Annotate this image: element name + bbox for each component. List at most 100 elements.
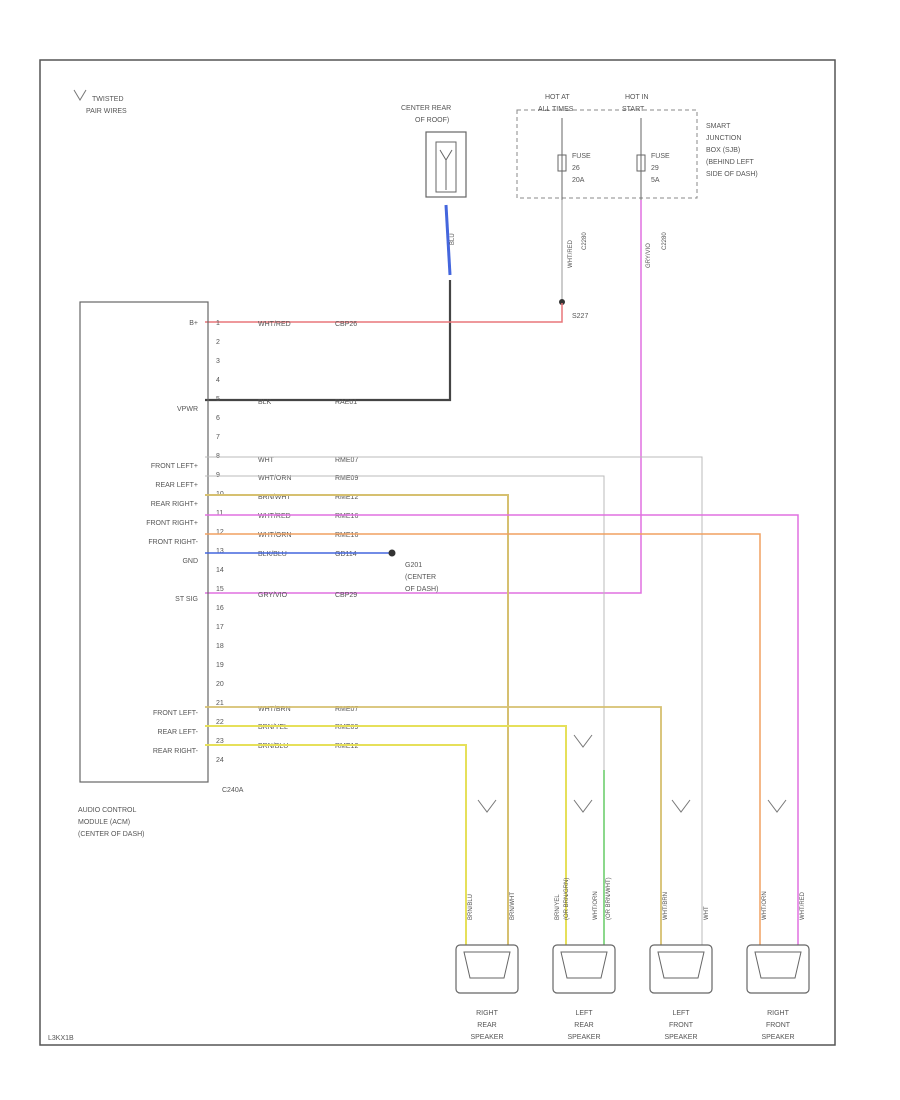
front-right-minus-code: RME16: [335, 532, 358, 539]
st-sig-wire: [205, 200, 642, 594]
gnd-code: GD114: [335, 551, 357, 558]
rr-wire-b-label: BRN/WHT: [510, 892, 516, 920]
pin-label-1: B+: [189, 320, 198, 327]
rear-right-plus-color: BRN/WHT: [258, 494, 291, 501]
pin-number-22: 22: [216, 719, 224, 726]
speaker-right-rear: RIGHT REAR SPEAKER: [455, 944, 519, 1041]
antenna-icon: [439, 149, 453, 161]
b-plus-code: CBP26: [335, 321, 357, 328]
pin-number-14: 14: [216, 567, 224, 574]
twisted-pair-rf-icon: [767, 799, 787, 813]
lr-wire-b1-label: WHT/ORN: [593, 891, 599, 920]
fuse-29-line1: FUSE: [651, 153, 670, 160]
pin-label-15: ST SIG: [175, 596, 198, 603]
speaker-lf-line3: SPEAKER: [664, 1034, 697, 1041]
rear-left-minus-color: BRN/YEL: [258, 724, 288, 731]
module-desc-line2: MODULE (ACM): [78, 819, 130, 826]
antenna-wire-label: BLU: [450, 233, 456, 245]
fuse-26-icon: [557, 154, 567, 172]
module-desc-line3: (CENTER OF DASH): [78, 831, 145, 838]
pin-number-4: 4: [216, 377, 220, 384]
speaker-lr-line3: SPEAKER: [567, 1034, 600, 1041]
speaker-lr-line2: REAR: [574, 1022, 593, 1029]
fuse-26-line3: 20A: [572, 177, 585, 184]
vpwr-color: BLK: [258, 399, 272, 406]
twisted-pair-rr-icon: [477, 799, 497, 813]
pin-number-15: 15: [216, 586, 224, 593]
pin-label-22: REAR LEFT-: [158, 729, 199, 736]
speaker-rf-line1: RIGHT: [767, 1010, 790, 1017]
pin-number-16: 16: [216, 605, 224, 612]
twisted-pair-legend: TWISTED PAIR WIRES: [73, 89, 127, 115]
pin-number-23: 23: [216, 738, 224, 745]
antenna-title-line2: OF ROOF): [415, 117, 449, 124]
fuse-29: FUSE 29 5A: [636, 118, 670, 200]
ground-label: G201: [405, 562, 422, 569]
lr-wire-b2-label: (OR BRN/WHT): [606, 877, 612, 920]
jb-conn2-label: C2280: [662, 232, 668, 250]
rf-wire-a-label: WHT/ORN: [762, 891, 768, 920]
antenna-jack: [435, 141, 457, 193]
pin-number-13: 13: [216, 548, 224, 555]
jb-desc-line2: JUNCTION: [706, 135, 741, 142]
pin-number-20: 20: [216, 681, 224, 688]
speaker-lr-line1: LEFT: [575, 1010, 593, 1017]
splice-label: S227: [572, 313, 588, 320]
front-left-plus-color: WHT: [258, 457, 275, 464]
hot-col2-line2: START: [622, 106, 645, 113]
antenna-body: [425, 131, 467, 198]
speaker-left-front: LEFT FRONT SPEAKER: [649, 944, 713, 1041]
pin-number-11: 11: [216, 510, 223, 517]
speaker-cone: [463, 951, 511, 979]
rear-right-minus-code: RME12: [335, 743, 358, 750]
diagram-frame: [39, 59, 836, 1046]
pin-label-10: REAR RIGHT+: [151, 501, 198, 508]
junction-box-description: SMART JUNCTION BOX (SJB) (BEHIND LEFT SI…: [706, 123, 758, 178]
speaker-rf-line2: FRONT: [766, 1022, 791, 1029]
lf-wire-a-label: WHT/BRN: [663, 892, 669, 920]
pin-label-13: GND: [182, 558, 198, 565]
rear-left-minus-code: RME09: [335, 724, 358, 731]
splice-s227: [559, 299, 565, 305]
module-pin-labels: B+ VPWR FRONT LEFT+ REAR LEFT+ REAR RIGH…: [146, 320, 198, 755]
st-sig-code: CBP29: [335, 592, 357, 599]
front-left-plus-wire: [205, 456, 703, 945]
pin-number-1: 1: [216, 320, 220, 327]
lr-wire-a2-label: (OR BRN/GRN): [564, 878, 570, 920]
speaker-icon: [552, 944, 616, 994]
lr-wire-a1-label: BRN/YEL: [555, 894, 561, 920]
legend-line2: PAIR WIRES: [86, 108, 127, 115]
rear-left-minus-wire: [205, 725, 567, 945]
junction-box-outline: [516, 109, 698, 199]
pin-number-24: 24: [216, 757, 224, 764]
antenna-title-line1: CENTER REAR: [401, 105, 451, 112]
b-plus-color: WHT/RED: [258, 321, 291, 328]
fuse-26-line2: 26: [572, 165, 580, 172]
speaker-lf-line2: FRONT: [669, 1022, 694, 1029]
fuse-29-line3: 5A: [651, 177, 660, 184]
pin-number-6: 6: [216, 415, 220, 422]
speaker-lf-line1: LEFT: [672, 1010, 690, 1017]
jb-desc-line3: BOX (SJB): [706, 147, 740, 154]
front-left-minus-wire: [205, 706, 662, 945]
b-plus-wire: [205, 303, 563, 323]
pin-number-12: 12: [216, 529, 224, 536]
module-connector-label: C240A: [222, 787, 244, 794]
twisted-pair-lf-icon: [671, 799, 691, 813]
front-right-plus-code: RME16: [335, 513, 358, 520]
pin-label-23: REAR RIGHT-: [153, 748, 199, 755]
fuse-26-line1: FUSE: [572, 153, 591, 160]
jb-wire1-label: WHT/RED: [568, 239, 574, 268]
twisted-pair-symbol-icon: [73, 89, 87, 101]
front-left-minus-color: WHT/BRN: [258, 706, 291, 713]
pin-number-3: 3: [216, 358, 220, 365]
fuse-29-icon: [636, 154, 646, 172]
legend-line1: TWISTED: [92, 96, 124, 103]
rear-left-plus-code: RME09: [335, 475, 358, 482]
rf-wire-b-label: WHT/RED: [800, 891, 806, 920]
pin-number-17: 17: [216, 624, 224, 631]
module-desc-line1: AUDIO CONTROL: [78, 807, 136, 814]
speaker-rr-line3: SPEAKER: [470, 1034, 503, 1041]
module-pin-numbers: 1 2 3 4 5 6 7 8 9 10 11 12 13 14 15 16 1…: [216, 320, 224, 764]
jb-desc-line4: (BEHIND LEFT: [706, 159, 755, 166]
